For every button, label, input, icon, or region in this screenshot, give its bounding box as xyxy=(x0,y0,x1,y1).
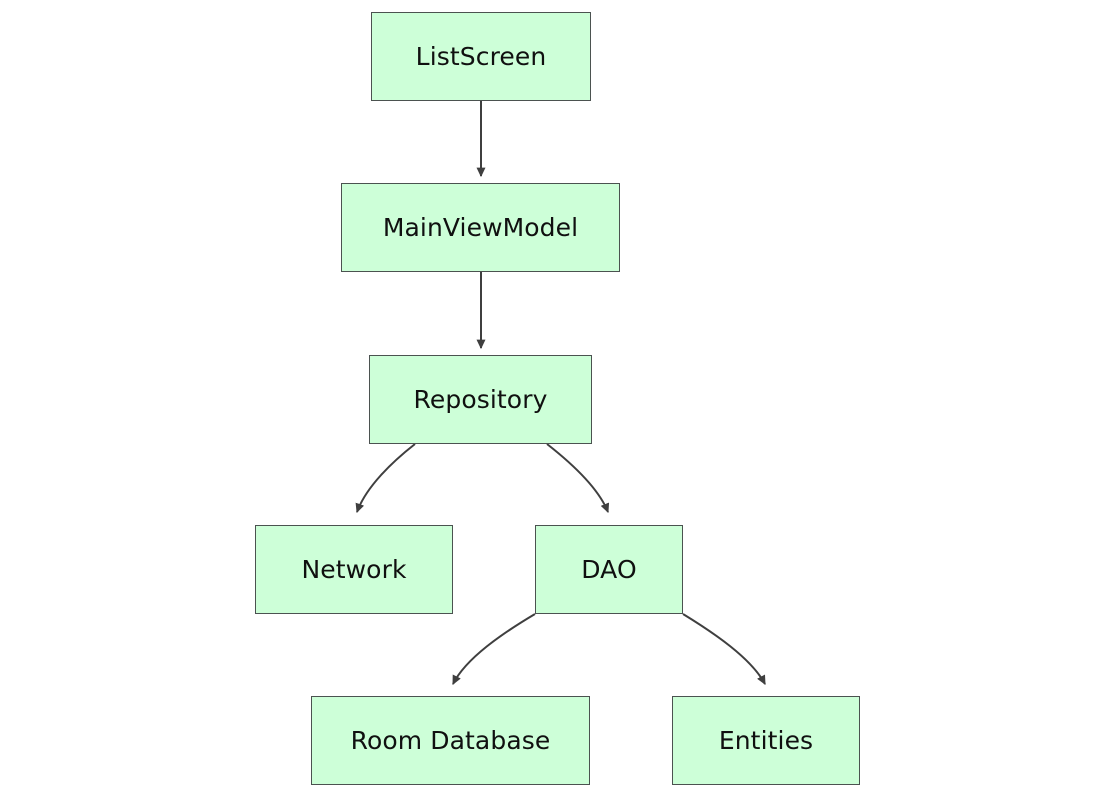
node-listscreen[interactable]: ListScreen xyxy=(371,12,591,101)
node-label-room-database: Room Database xyxy=(350,726,551,755)
node-label-dao: DAO xyxy=(581,555,637,584)
edge-dao-to-roomdatabase xyxy=(452,613,536,685)
edge-dao-to-entities xyxy=(682,613,766,685)
node-entities[interactable]: Entities xyxy=(672,696,860,785)
node-label-entities: Entities xyxy=(718,726,814,755)
node-repository[interactable]: Repository xyxy=(369,355,592,444)
node-label-network: Network xyxy=(301,555,407,584)
node-room-database[interactable]: Room Database xyxy=(311,696,590,785)
node-dao[interactable]: DAO xyxy=(535,525,683,614)
edge-repository-to-dao xyxy=(546,443,610,514)
node-mainviewmodel[interactable]: MainViewModel xyxy=(341,183,620,272)
node-label-mainviewmodel: MainViewModel xyxy=(382,213,579,242)
node-network[interactable]: Network xyxy=(255,525,453,614)
node-label-listscreen: ListScreen xyxy=(415,42,547,71)
node-label-repository: Repository xyxy=(413,385,548,414)
edge-repository-to-network xyxy=(355,443,416,514)
